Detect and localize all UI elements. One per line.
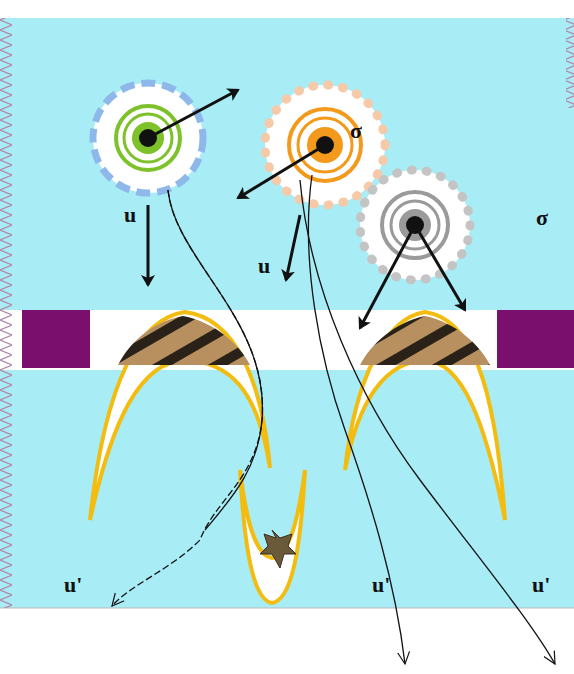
velocity-label: u' <box>532 574 550 596</box>
velocity-label: u <box>258 255 270 277</box>
velocity-label: u' <box>64 574 82 596</box>
velocity-label: u <box>124 204 136 226</box>
stress-label: σ <box>536 207 548 229</box>
stress-label: σ <box>350 120 362 142</box>
velocity-label: u' <box>372 574 390 596</box>
